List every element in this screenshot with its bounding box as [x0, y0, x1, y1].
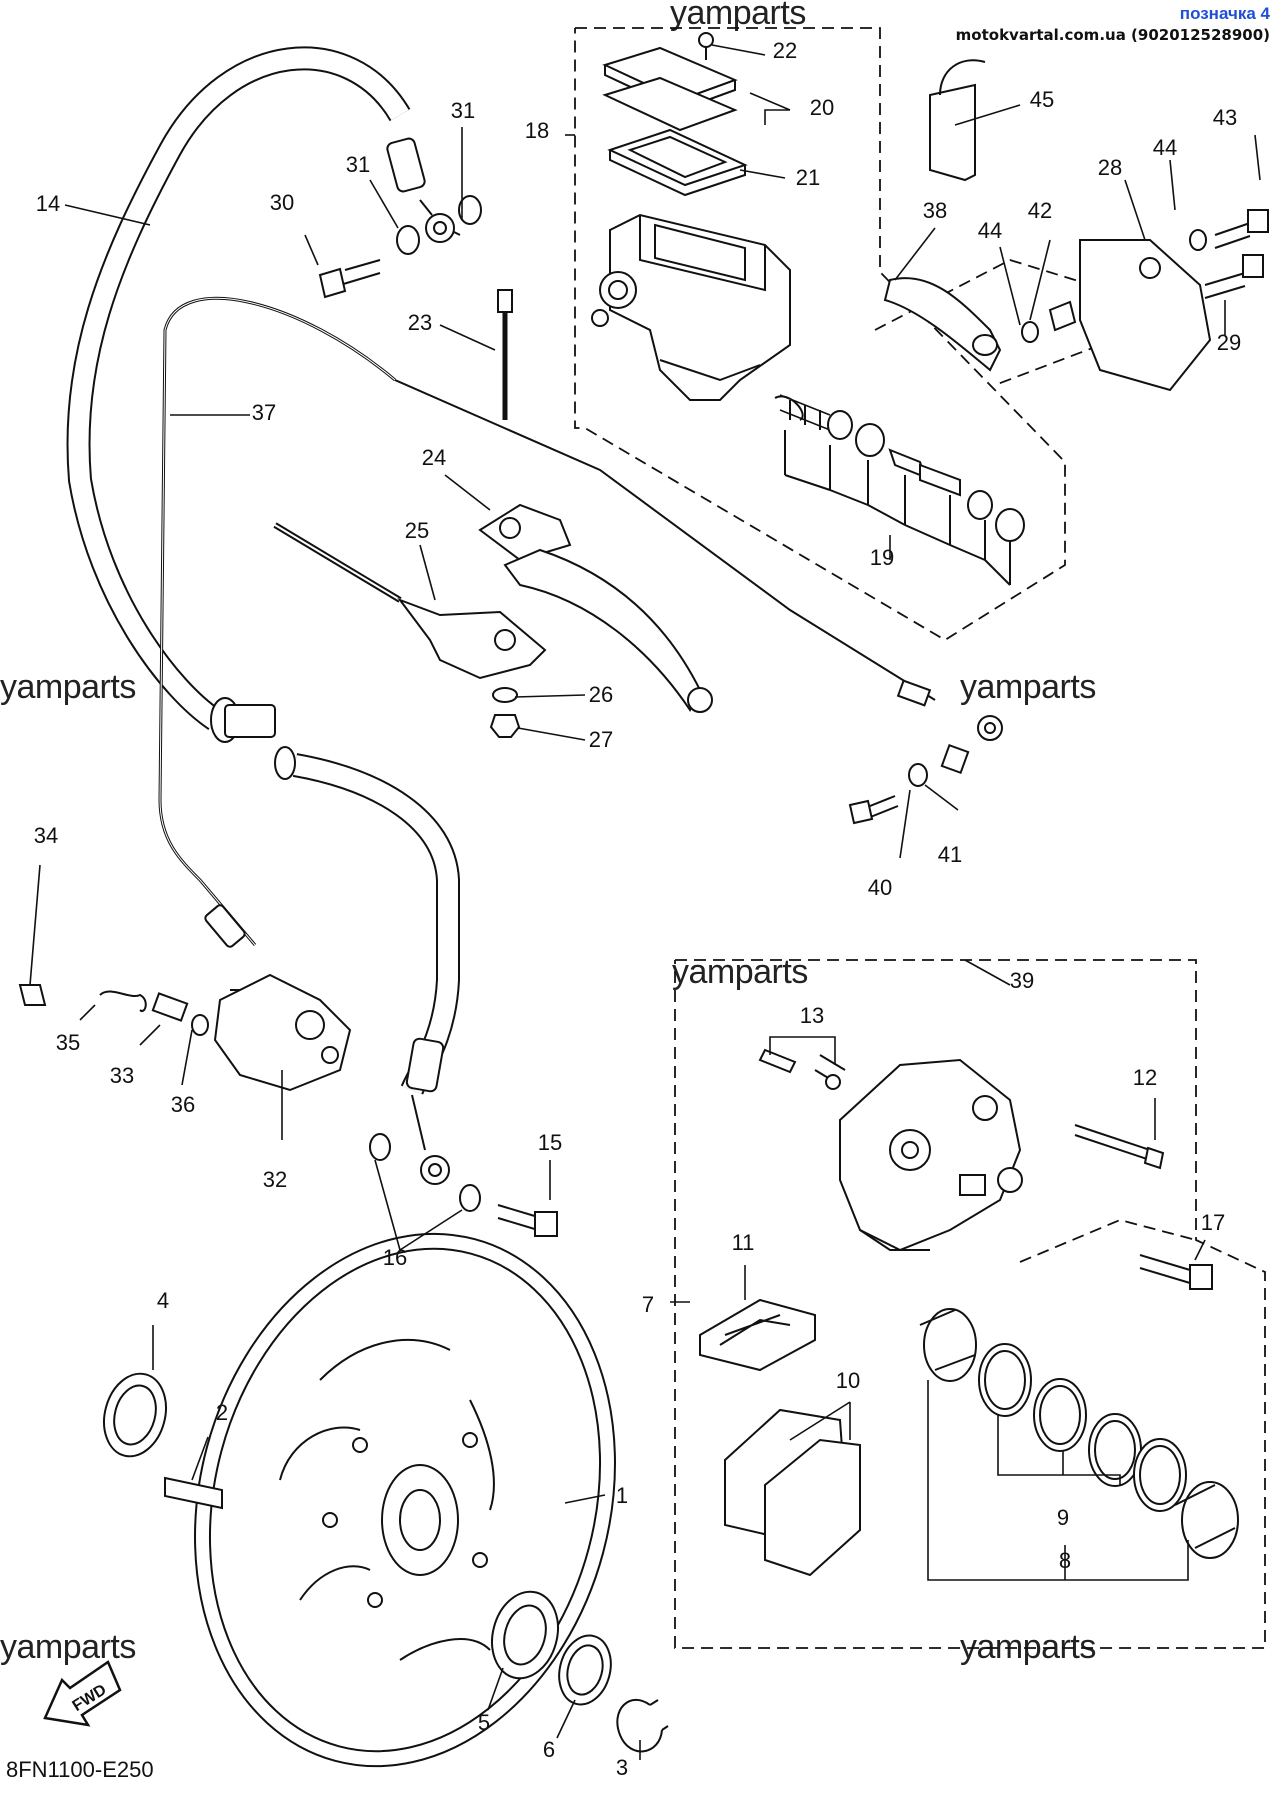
callout-11: 11 [732, 1230, 755, 1255]
callout-30: 30 [270, 190, 294, 215]
callout-21: 21 [796, 165, 820, 190]
callout-41: 41 [938, 842, 962, 867]
callout-26: 26 [589, 682, 613, 707]
callout-8: 8 [1059, 1548, 1071, 1573]
callout-5: 5 [478, 1710, 490, 1735]
callout-12: 12 [1133, 1065, 1157, 1090]
master-cylinder-body [591, 213, 791, 401]
front-brake-lever [273, 289, 713, 738]
callout-28: 28 [1098, 155, 1122, 180]
callout-40: 40 [868, 875, 892, 900]
caliper-bolt-part-17 [1139, 1254, 1213, 1290]
diagram-tag: позначка 4 [1179, 4, 1270, 23]
oil-seal-part-5 [491, 1590, 559, 1680]
callout-16: 16 [383, 1245, 407, 1270]
rear-caliper-part-32 [18, 973, 352, 1092]
callout-32: 32 [263, 1167, 287, 1192]
callout-19: 19 [870, 545, 894, 570]
bolt-part-15 [497, 1204, 558, 1237]
washer-part-31 [458, 195, 482, 225]
watermark: yamparts [0, 668, 136, 706]
callout-43: 43 [1213, 105, 1237, 130]
callout-44: 44 [978, 218, 1002, 243]
callout-37: 37 [252, 400, 276, 425]
callout-34: 34 [34, 823, 58, 848]
piston-kit-part-19 [774, 394, 1025, 586]
watermark: yamparts [960, 1628, 1096, 1666]
reservoir-cap-parts [602, 32, 748, 197]
pad-spring-part-11 [699, 1298, 816, 1372]
piston-seals-part-9 [978, 1343, 1187, 1512]
front-caliper-body [758, 1048, 1023, 1252]
washer-part-31 [396, 225, 420, 255]
callout-27: 27 [589, 727, 613, 752]
site-reference: motokvartal.com.ua (902012528900) [955, 26, 1270, 44]
watermark: yamparts [0, 1628, 136, 1666]
callout-31: 31 [451, 98, 475, 123]
callout-20: 20 [810, 95, 834, 120]
watermark: yamparts [960, 668, 1096, 706]
callout-29: 29 [1217, 330, 1241, 355]
washer-part-6 [558, 1634, 612, 1706]
callout-9: 9 [1057, 1505, 1069, 1530]
callout-38: 38 [923, 198, 947, 223]
circlip-part-3 [616, 1698, 669, 1753]
washer-part-16 [369, 1133, 391, 1161]
caliper-bolt-part-12 [1074, 1124, 1165, 1170]
callout-17: 17 [1201, 1210, 1225, 1235]
callout-36: 36 [171, 1092, 195, 1117]
fwd-arrow: FWD [43, 1660, 122, 1727]
callout-35: 35 [56, 1030, 80, 1055]
callout-15: 15 [538, 1130, 562, 1155]
diagram-code: 8FN1100-E250 [6, 1757, 154, 1782]
callout-31: 31 [346, 152, 370, 177]
spacer-part-2 [164, 1476, 223, 1510]
callout-13: 13 [800, 1003, 824, 1028]
banjo-bolt-part-30 [318, 259, 381, 299]
callout-7: 7 [642, 1292, 654, 1317]
callout-22: 22 [773, 38, 797, 63]
callout-44: 44 [1153, 135, 1177, 160]
callout-18: 18 [525, 118, 549, 143]
watermark: yamparts [670, 0, 806, 32]
callout-1: 1 [616, 1483, 628, 1508]
brake-cable-part-37 [158, 296, 1003, 948]
rear-lever-parts [883, 59, 1269, 392]
callout-42: 42 [1028, 198, 1052, 223]
callout-25: 25 [405, 518, 429, 543]
callout-23: 23 [408, 310, 432, 335]
callout-2: 2 [216, 1400, 228, 1425]
caliper-group-box [674, 959, 1266, 1649]
callout-45: 45 [1030, 87, 1054, 112]
brake-pads-part-10 [724, 1408, 861, 1577]
callout-33: 33 [110, 1063, 134, 1088]
callout-10: 10 [836, 1368, 860, 1393]
callout-39: 39 [1010, 968, 1034, 993]
callout-6: 6 [543, 1737, 555, 1762]
leader-lines [29, 44, 1261, 1760]
washer-part-16 [459, 1184, 481, 1212]
seal-part-4 [103, 1372, 167, 1458]
small-parts-39-40-41 [848, 743, 970, 825]
callout-3: 3 [616, 1755, 628, 1780]
caliper-pistons-part-8 [919, 1308, 1239, 1559]
callout-4: 4 [157, 1288, 169, 1313]
brake-hose-part-14 [66, 46, 461, 1185]
callout-24: 24 [422, 445, 446, 470]
callout-14: 14 [36, 191, 60, 216]
callout-numbers: 1234567891011121314151617181920212223242… [34, 38, 1241, 1780]
